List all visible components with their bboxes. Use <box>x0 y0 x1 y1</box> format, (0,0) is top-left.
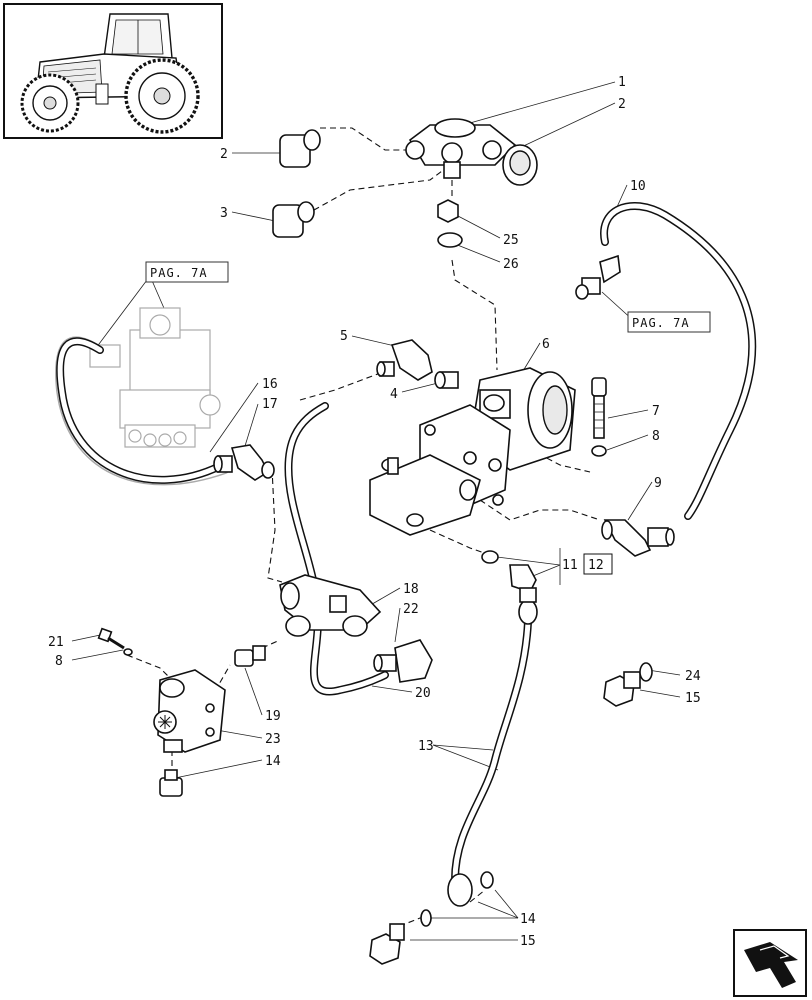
callout-12-box <box>583 553 613 575</box>
plug-14-left <box>159 769 183 797</box>
leader-lines <box>71 81 681 941</box>
hose-16 <box>56 337 224 484</box>
callout-17: 17 <box>262 397 278 412</box>
callout-26: 26 <box>503 257 519 272</box>
callout-15-right: 15 <box>685 691 701 706</box>
bolt-21 <box>97 627 133 656</box>
banjo-15-bottom <box>369 909 432 965</box>
callout-3: 3 <box>220 206 228 221</box>
next-page-arrow-icon[interactable] <box>733 929 807 997</box>
callout-20: 20 <box>415 686 431 701</box>
page-ref-left[interactable]: PAG. 7A <box>145 261 229 283</box>
callout-9: 9 <box>654 476 662 491</box>
callout-24: 24 <box>685 669 701 684</box>
page-ref-right-label: PAG. 7A <box>632 316 690 330</box>
elbow-9 <box>601 519 675 557</box>
callout-15-bottom: 15 <box>520 934 536 949</box>
callout-8-left: 8 <box>55 654 63 669</box>
banjo-15-right <box>603 662 653 707</box>
callout-2-left: 2 <box>220 147 228 162</box>
elbow-22 <box>373 639 433 683</box>
screw-7 <box>591 377 607 457</box>
callout-22: 22 <box>403 602 419 617</box>
valve-body-6 <box>369 367 576 536</box>
callout-19: 19 <box>265 709 281 724</box>
connection-dashes <box>126 127 601 931</box>
callout-7: 7 <box>652 404 660 419</box>
callout-2-top: 2 <box>618 97 626 112</box>
page-ref-left-label: PAG. 7A <box>150 266 208 280</box>
tee-18 <box>279 574 382 637</box>
callout-16: 16 <box>262 377 278 392</box>
callout-6: 6 <box>542 337 550 352</box>
valve-block-23 <box>153 669 226 753</box>
hose-10 <box>600 202 757 520</box>
callout-8-right: 8 <box>652 429 660 444</box>
tee-fitting-1 <box>272 118 621 300</box>
callout-11: 11 <box>562 558 578 573</box>
callout-21: 21 <box>48 635 64 650</box>
callout-4: 4 <box>390 387 398 402</box>
callout-10: 10 <box>630 179 646 194</box>
callout-14-left: 14 <box>265 754 281 769</box>
elbow-5 <box>376 339 459 389</box>
tractor-thumbnail <box>3 3 223 139</box>
callout-12: 12 <box>588 558 604 573</box>
callout-23: 23 <box>265 732 281 747</box>
callout-13: 13 <box>418 739 434 754</box>
nipple-19 <box>234 645 266 667</box>
page-ref-right[interactable]: PAG. 7A <box>627 311 711 333</box>
callout-14-bottom: 14 <box>520 912 536 927</box>
callouts: 1 2 2 3 25 26 10 5 6 4 7 8 16 17 9 11 12… <box>48 75 701 949</box>
ghost-valve-assembly <box>55 307 229 486</box>
elbow-17 <box>213 444 275 481</box>
callout-18: 18 <box>403 582 419 597</box>
callout-1: 1 <box>618 75 626 90</box>
callout-25: 25 <box>503 233 519 248</box>
fitting-11 <box>481 550 537 603</box>
pipe-13 <box>447 599 538 907</box>
callout-5: 5 <box>340 329 348 344</box>
hose-20 <box>284 402 389 696</box>
